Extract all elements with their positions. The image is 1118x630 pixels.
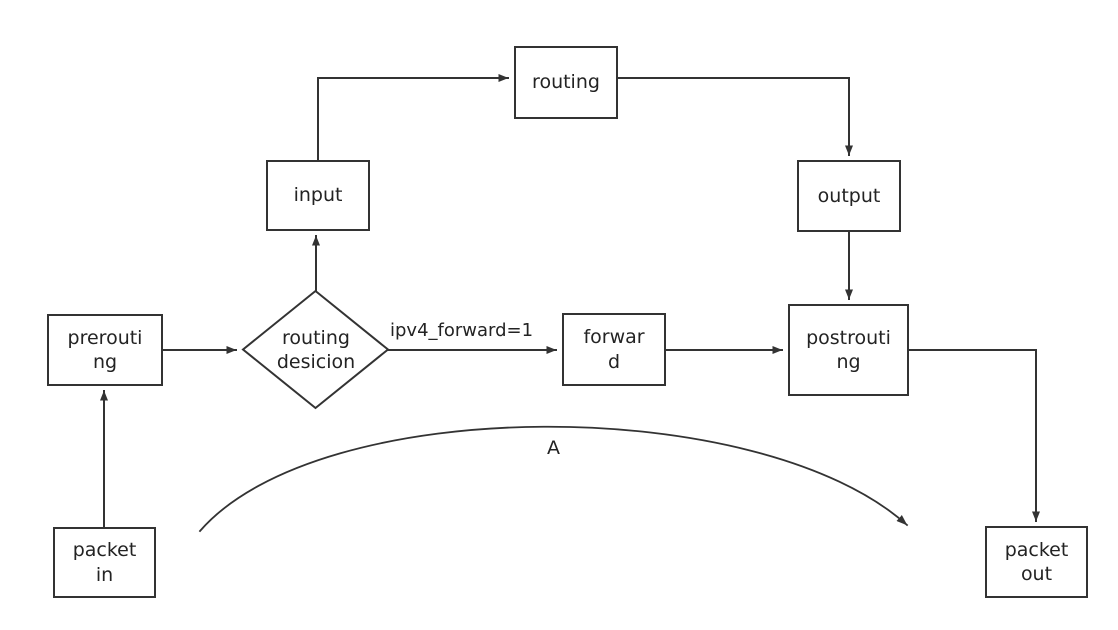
edge-postrouting-to-packet-out (907, 349, 1040, 522)
edge-label-ipv4-forward: ipv4_forward=1 (390, 320, 534, 341)
node-packet-out-shape[interactable] (985, 526, 1088, 598)
node-input-shape[interactable] (266, 160, 370, 231)
edge-curve-a (198, 425, 909, 533)
node-prerouting-shape[interactable] (47, 314, 163, 386)
curve-label-a: A (547, 437, 560, 459)
edge-routing-to-output (616, 77, 853, 156)
node-forward-shape[interactable] (562, 313, 666, 386)
node-packet-in-shape[interactable] (53, 527, 156, 598)
node-postrouting-shape[interactable] (788, 304, 909, 396)
edge-input-to-routing (317, 74, 509, 162)
node-routing-shape[interactable] (514, 46, 618, 119)
node-output-shape[interactable] (797, 160, 901, 232)
node-routing-decision-shape[interactable] (241, 289, 390, 410)
